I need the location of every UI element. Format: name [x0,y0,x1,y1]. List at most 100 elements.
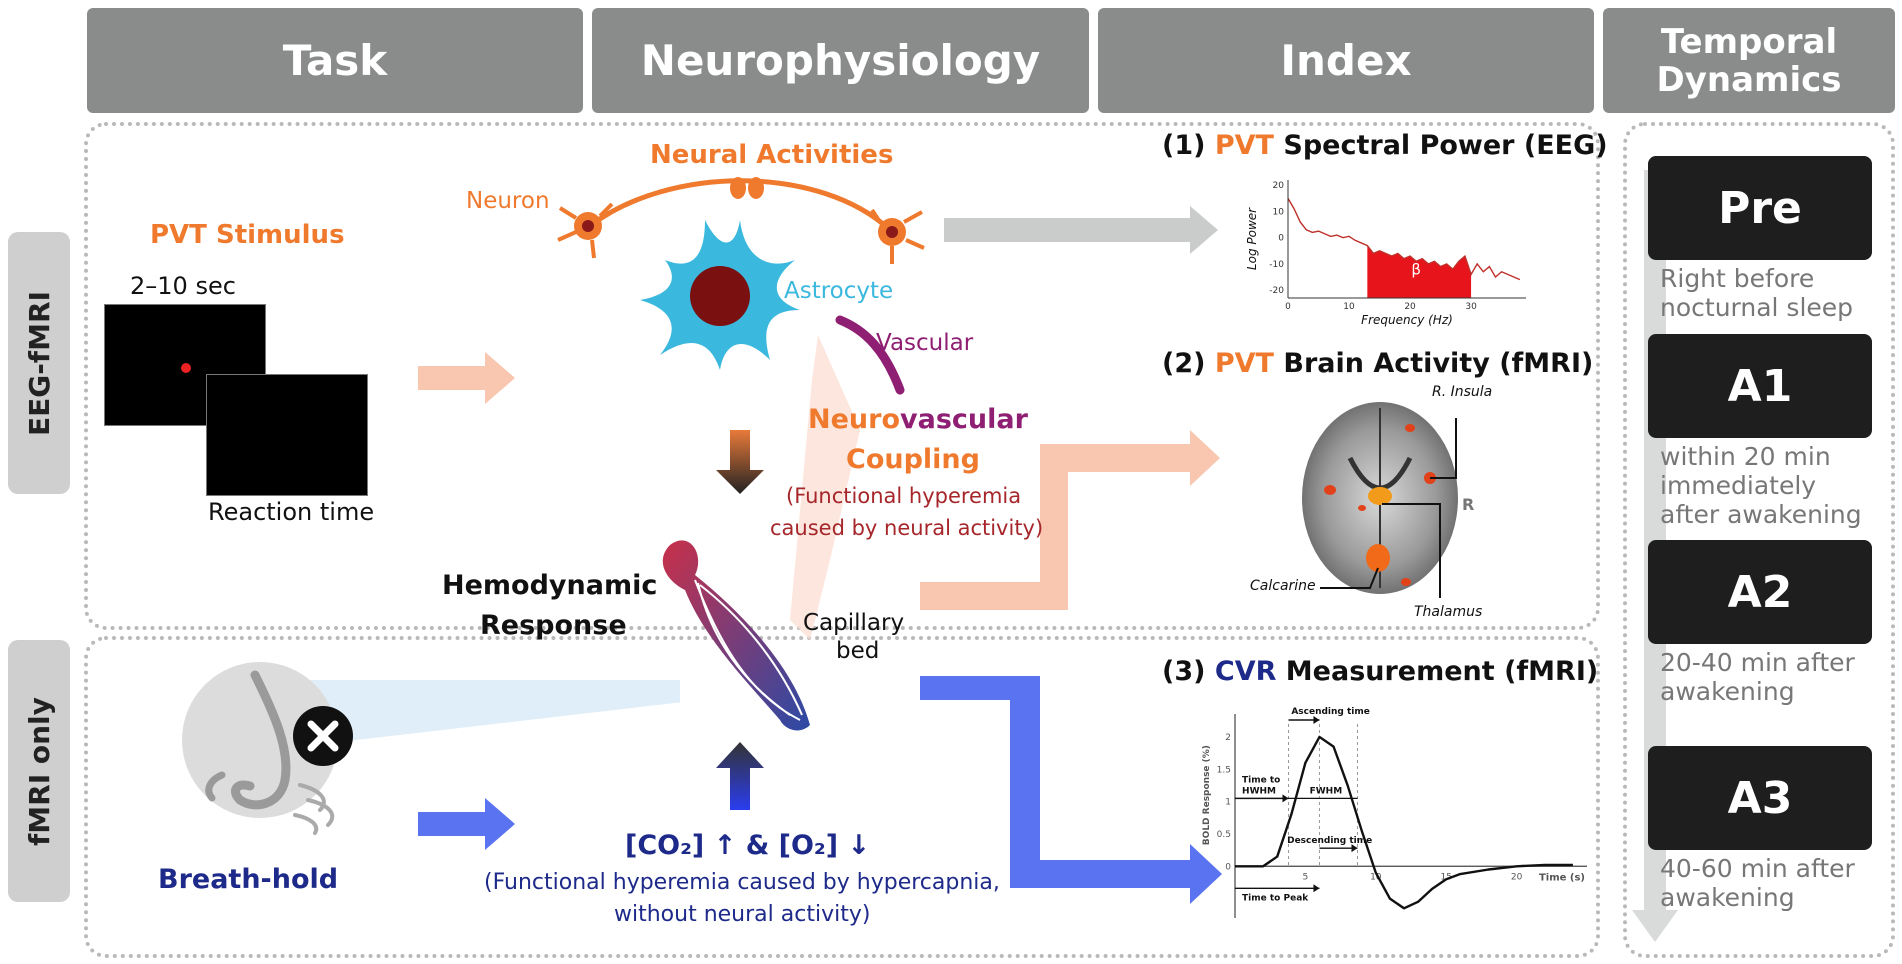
y-tick-label: -10 [1269,260,1284,270]
x-axis-label: Frequency (Hz) [1361,313,1453,327]
neurovascular-coupling-label: Neurovascular [808,404,1028,435]
x-tick-label: 20 [1511,872,1523,882]
index-1-num: (1) [1162,130,1215,161]
x-tick-label: 30 [1465,302,1477,312]
activation-mid [1358,505,1366,511]
index-2-rest: Brain Activity (fMRI) [1273,348,1594,379]
airflow-cone [270,680,680,750]
x-tick-label: 5 [1303,872,1309,882]
pvt-screen-stimulus [104,304,266,426]
cross-icon [307,720,339,752]
synapse-icon [730,177,746,199]
brain-activity-image [1302,402,1458,598]
header-task-label: Task [282,36,388,85]
time-to-hwhm-arrowhead [1282,794,1289,803]
row-label-eeg-fmri: EEG-fMRI [8,232,70,494]
header-index-label: Index [1280,36,1412,85]
row-label-fmri-only: fMRI only [8,640,70,902]
brain-label-insula: R. Insula [1432,384,1493,400]
annotation-time-to-peak: Time to Peak [1242,893,1309,903]
gas-label: [CO₂] ↑ & [O₂] ↓ [625,830,871,861]
y-tick-label: 1 [1225,798,1231,808]
activation-calcarine [1366,544,1390,572]
y-axis-label: Log Power [1245,207,1259,270]
pvt-screen-blank [206,374,368,496]
blue-arrow-task [418,798,515,850]
coupling-neuro: Neuro [808,404,900,435]
peach-arrow-task [418,352,515,404]
y-tick-label: 10 [1273,207,1285,217]
capillary-label-1: Capillary [803,610,905,636]
activation-frontal [1405,424,1415,432]
temporal-desc-pre: Right before nocturnal sleep [1660,264,1854,322]
index-3-cvr: CVR [1214,656,1277,687]
y-tick-label: 20 [1273,181,1285,191]
bold-response-curve [1235,735,1573,910]
index-2-num: (2) [1162,348,1215,379]
nose-icon [231,670,291,810]
y-tick-label: 2 [1225,733,1231,743]
y-tick-label: 0 [1225,862,1231,872]
interval-label: 2–10 sec [130,272,236,300]
header-neurophysiology-label: Neurophysiology [640,36,1041,85]
vascular-label: Vascular [876,330,974,356]
index-3-num: (3) [1162,656,1215,687]
beta-band-area [1367,245,1472,298]
x-tick-label: 0 [1285,302,1291,312]
temporal-box-a2: A2 [1648,540,1872,644]
neuron-label: Neuron [466,188,550,214]
astrocyte-nucleus-icon [690,266,750,326]
header-neurophysiology: Neurophysiology [592,8,1089,113]
brain-label-calcarine: Calcarine [1250,578,1316,594]
vascular-vessel-icon [835,315,905,395]
activation-thalamus [1368,487,1392,505]
header-temporal-dynamics: Temporal Dynamics [1603,8,1895,113]
x-tick-label: 20 [1404,302,1416,312]
index-2-pvt: PVT [1214,348,1274,379]
eeg-fmri-panel [84,122,1600,630]
nostril-icon [205,771,226,802]
neural-illustration [557,177,925,395]
y-tick-label: 0 [1278,234,1284,244]
reaction-time-label: Reaction time [208,498,375,526]
x-axis-label: Time (s) [1539,872,1585,883]
red-dot-stimulus [181,363,191,373]
capillary-bed-icon [662,540,810,731]
peach-arrow-fmri [920,430,1220,610]
x-tick-label: 10 [1370,872,1382,882]
temporal-desc-a1: within 20 min immediately after awakenin… [1660,442,1862,529]
temporal-box-a1: A1 [1648,334,1872,438]
y-tick-label: 1.5 [1217,765,1231,775]
beta-band-label: β [1411,260,1421,278]
descending-time-arrowhead [1351,844,1358,853]
time-to-peak-arrowhead [1313,884,1320,893]
header-index: Index [1098,8,1594,113]
temporal-box-a3: A3 [1648,746,1872,850]
hemodynamic-label-2: Response [480,610,627,641]
breath-lines-icon [293,783,335,835]
y-tick-label: 0.5 [1217,830,1231,840]
header-temporal-line2: Dynamics [1656,59,1842,100]
up-arrow-gas [716,742,764,810]
temporal-box-pre: Pre [1648,156,1872,260]
annotation-time-to-hwhm-1: Time to [1242,775,1280,785]
neural-activities-label: Neural Activities [650,140,894,170]
temporal-panel [1623,122,1895,958]
pvt-stimulus-orange: PVT [150,220,207,250]
annotation-ascending-time: Ascending time [1291,707,1370,717]
activation-occipital [1401,578,1411,586]
synapse-icon-2 [748,177,764,199]
index-2-title: (2) PVT Brain Activity (fMRI) [1162,348,1593,379]
power-spectrum-line [1287,198,1521,281]
annotation-fwhm: FWHM [1310,786,1343,796]
temporal-desc-a3: 40-60 min after awakening [1660,854,1855,912]
x-tick-label: 15 [1440,872,1451,882]
coupling-note-line1: (Functional hyperemia [786,484,1022,508]
brain-label-thalamus: Thalamus [1414,604,1483,620]
x-tick-label: 10 [1343,302,1355,312]
index-1-pvt: PVT [1214,130,1274,161]
breath-hold-label: Breath-hold [158,864,339,895]
y-axis-label: BOLD Response (%) [1202,745,1212,845]
